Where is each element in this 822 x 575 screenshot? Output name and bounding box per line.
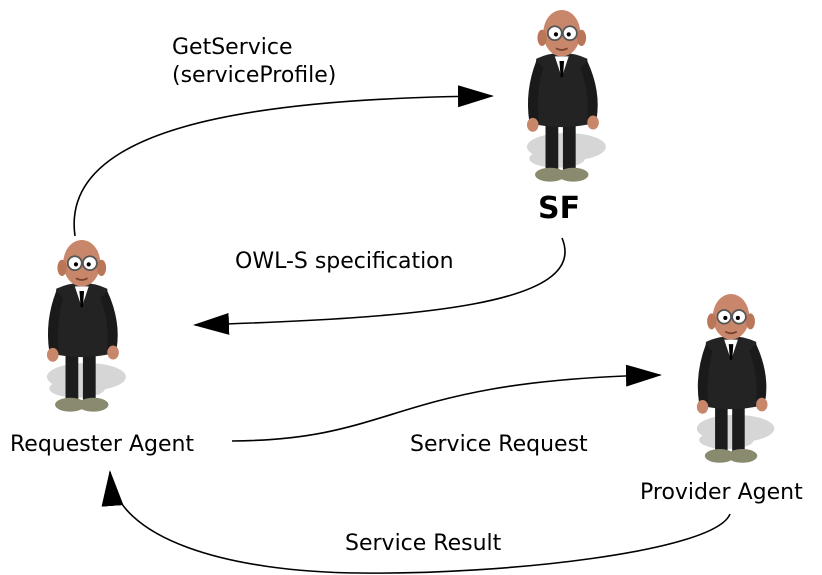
edge-label-get-service-line2: (serviceProfile): [172, 63, 337, 88]
edge-service-request: [231, 364, 662, 442]
edge-label-get-service-line1: GetService: [172, 35, 293, 60]
sf-agent-figure-icon: [526, 9, 607, 183]
provider-agent-label: Provider Agent: [640, 480, 803, 505]
edge-label-service-request: Service Request: [410, 432, 588, 457]
edge-owl-spec: [193, 237, 566, 335]
edge-label-owl-spec: OWL-S specification: [235, 249, 454, 274]
requester-agent-label: Requester Agent: [10, 432, 195, 457]
provider-agent-figure-icon: [695, 293, 776, 464]
edge-get-service: [73, 85, 494, 237]
requester-agent-figure-icon: [46, 239, 127, 413]
sf-agent-label: SF: [538, 191, 581, 226]
edge-label-service-result: Service Result: [345, 531, 502, 556]
edge-service-result: [101, 470, 731, 574]
